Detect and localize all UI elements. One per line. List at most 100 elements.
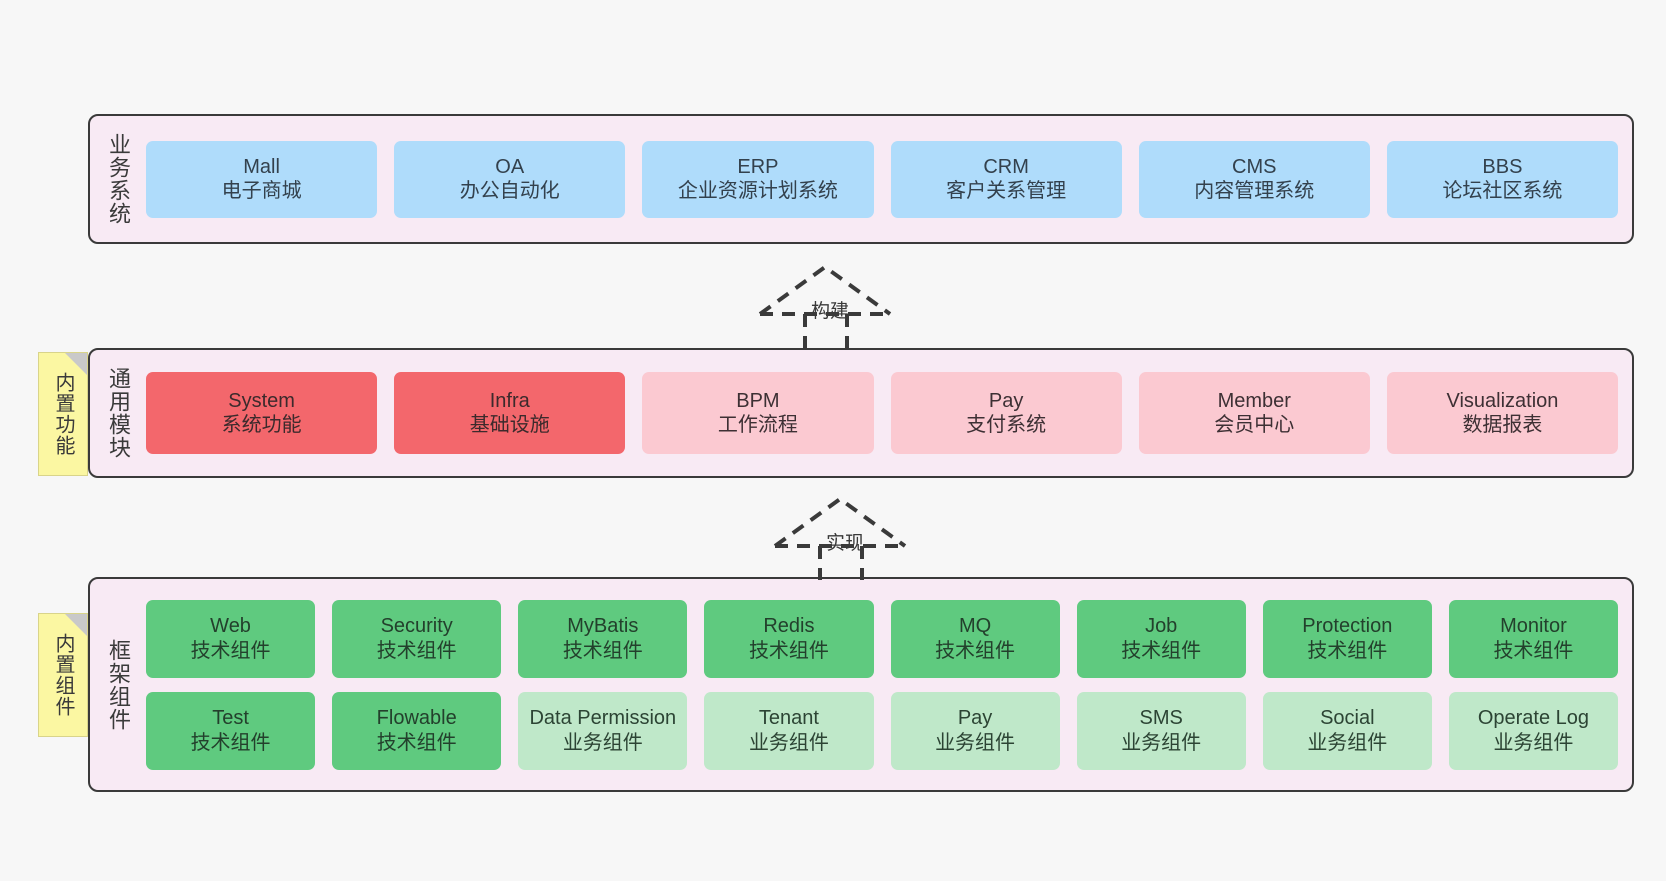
card-subtitle: 数据报表 [1462, 414, 1543, 436]
card-bpm[interactable]: BPM 工作流程 [642, 372, 874, 454]
section-label-common-modules: 通用模块 [105, 367, 131, 459]
card-social[interactable]: Social 业务组件 [1262, 691, 1432, 770]
card-title: OA [495, 155, 525, 178]
card-title: Infra [489, 389, 530, 412]
card-system[interactable]: System 系统功能 [146, 372, 378, 454]
card-subtitle: 业务组件 [935, 731, 1016, 754]
card-tenant[interactable]: Tenant 业务组件 [704, 691, 874, 770]
card-title: Visualization [1446, 389, 1559, 412]
card-pay-module[interactable]: Pay 支付系统 [890, 372, 1122, 454]
card-row: Mall 电子商城 OA 办公自动化 ERP 企业资源计划系统 CRM 客户关系… [146, 140, 1619, 218]
card-title: CMS [1232, 155, 1277, 178]
card-test[interactable]: Test 技术组件 [146, 691, 316, 770]
card-subtitle: 技术组件 [376, 731, 457, 754]
card-title: BPM [736, 389, 780, 412]
generalization-arrow-icon [758, 264, 892, 348]
card-subtitle: 业务组件 [1307, 731, 1388, 754]
card-title: Operate Log [1477, 707, 1590, 730]
card-title: Data Permission [529, 707, 677, 730]
card-title: Redis [763, 615, 815, 638]
card-subtitle: 企业资源计划系统 [677, 180, 838, 202]
connector-implement-label: 实现 [826, 533, 865, 554]
card-mq[interactable]: MQ 技术组件 [890, 599, 1060, 678]
card-crm[interactable]: CRM 客户关系管理 [890, 140, 1122, 218]
card-row: System 系统功能 Infra 基础设施 BPM 工作流程 Pay 支付系统… [146, 372, 1619, 454]
card-subtitle: 技术组件 [190, 731, 271, 754]
card-subtitle: 客户关系管理 [946, 180, 1067, 202]
card-title: ERP [737, 155, 779, 178]
card-subtitle: 办公自动化 [459, 180, 560, 202]
card-subtitle: 技术组件 [190, 639, 271, 662]
card-row-business: Test 技术组件 Flowable 技术组件 Data Permission … [146, 691, 1618, 770]
section-business-systems: 业务系统 Mall 电子商城 OA 办公自动化 ERP 企业资源计划系统 CRM… [88, 114, 1634, 244]
card-subtitle: 会员中心 [1214, 414, 1295, 436]
card-monitor[interactable]: Monitor 技术组件 [1448, 599, 1618, 678]
card-title: Security [380, 615, 453, 638]
card-title: Pay [957, 707, 993, 730]
card-subtitle: 技术组件 [1121, 639, 1202, 662]
card-subtitle: 工作流程 [717, 414, 798, 436]
section-common-modules: 通用模块 System 系统功能 Infra 基础设施 BPM 工作流程 Pay… [88, 348, 1634, 478]
card-flowable[interactable]: Flowable 技术组件 [332, 691, 502, 770]
note-builtin-features: 内置功能 [38, 352, 88, 476]
card-subtitle: 业务组件 [1121, 731, 1202, 754]
card-subtitle: 技术组件 [935, 639, 1016, 662]
note-label: 内置功能 [52, 372, 74, 456]
section-label-framework-components: 框架组件 [105, 638, 131, 731]
note-label: 内置组件 [52, 633, 74, 717]
section-framework-components: 框架组件 Web 技术组件 Security 技术组件 MyBatis 技术组件… [88, 577, 1634, 792]
card-sms[interactable]: SMS 业务组件 [1076, 691, 1246, 770]
card-title: MQ [958, 615, 992, 638]
card-title: Protection [1302, 615, 1393, 638]
card-infra[interactable]: Infra 基础设施 [394, 372, 626, 454]
generalization-arrow-icon [773, 496, 907, 580]
card-mall[interactable]: Mall 电子商城 [146, 140, 378, 218]
section-body-business-systems: Mall 电子商城 OA 办公自动化 ERP 企业资源计划系统 CRM 客户关系… [146, 116, 1632, 242]
card-title: Test [212, 707, 249, 730]
card-subtitle: 系统功能 [221, 414, 302, 436]
card-title: SMS [1139, 707, 1183, 730]
card-title: MyBatis [567, 615, 639, 638]
card-visualization[interactable]: Visualization 数据报表 [1386, 372, 1619, 454]
card-subtitle: 技术组件 [1493, 639, 1574, 662]
card-title: System [228, 389, 295, 412]
card-title: Social [1320, 707, 1375, 730]
card-redis[interactable]: Redis 技术组件 [704, 599, 874, 678]
card-title: Flowable [376, 707, 457, 730]
card-row-technical: Web 技术组件 Security 技术组件 MyBatis 技术组件 Redi… [146, 599, 1618, 678]
card-subtitle: 基础设施 [469, 414, 550, 436]
card-security[interactable]: Security 技术组件 [332, 599, 502, 678]
card-title: Job [1145, 615, 1178, 638]
card-title: Pay [988, 389, 1024, 412]
card-pay-component[interactable]: Pay 业务组件 [890, 691, 1060, 770]
card-data-permission[interactable]: Data Permission 业务组件 [518, 691, 688, 770]
card-operate-log[interactable]: Operate Log 业务组件 [1448, 691, 1618, 770]
card-title: CRM [983, 155, 1029, 178]
card-subtitle: 电子商城 [221, 180, 302, 202]
section-body-framework-components: Web 技术组件 Security 技术组件 MyBatis 技术组件 Redi… [146, 579, 1632, 790]
card-title: Web [210, 615, 251, 638]
card-title: Tenant [758, 707, 819, 730]
card-cms[interactable]: CMS 内容管理系统 [1138, 140, 1370, 218]
card-subtitle: 内容管理系统 [1194, 180, 1315, 202]
card-oa[interactable]: OA 办公自动化 [394, 140, 626, 218]
card-title: Monitor [1500, 615, 1567, 638]
card-subtitle: 技术组件 [748, 639, 829, 662]
card-mybatis[interactable]: MyBatis 技术组件 [518, 599, 688, 678]
card-erp[interactable]: ERP 企业资源计划系统 [642, 140, 874, 218]
connector-implement: 实现 [770, 494, 930, 582]
card-subtitle: 业务组件 [562, 731, 643, 754]
note-builtin-components: 内置组件 [38, 613, 88, 737]
card-subtitle: 支付系统 [966, 414, 1047, 436]
card-bbs[interactable]: BBS 论坛社区系统 [1386, 140, 1619, 218]
section-body-common-modules: System 系统功能 Infra 基础设施 BPM 工作流程 Pay 支付系统… [146, 350, 1632, 476]
card-subtitle: 论坛社区系统 [1442, 180, 1563, 202]
card-subtitle: 技术组件 [376, 639, 457, 662]
card-web[interactable]: Web 技术组件 [146, 599, 316, 678]
card-job[interactable]: Job 技术组件 [1076, 599, 1246, 678]
card-protection[interactable]: Protection 技术组件 [1262, 599, 1432, 678]
card-subtitle: 业务组件 [748, 731, 829, 754]
card-member[interactable]: Member 会员中心 [1138, 372, 1370, 454]
card-title: Member [1217, 389, 1291, 412]
